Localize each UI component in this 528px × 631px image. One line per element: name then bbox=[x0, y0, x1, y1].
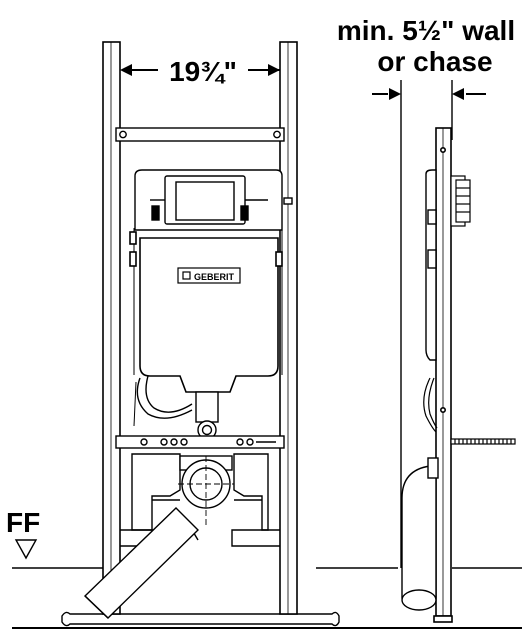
frame-top-crossbar bbox=[115, 127, 285, 142]
side-frame bbox=[433, 127, 453, 623]
frame-left-post bbox=[102, 41, 121, 615]
supply-hose bbox=[133, 375, 193, 427]
frame-lower-crossbar bbox=[115, 435, 285, 449]
side-hose bbox=[423, 377, 438, 433]
wall-dimension-line1: min. 5½" wall bbox=[337, 15, 515, 46]
cistern-top-bracket bbox=[134, 169, 293, 231]
floor-base-rail bbox=[12, 611, 522, 629]
side-actuator bbox=[450, 175, 471, 227]
wall-dimension-arrows bbox=[372, 88, 486, 100]
flush-outlet bbox=[195, 391, 219, 440]
side-wall-lines bbox=[400, 80, 453, 568]
bowl-brackets bbox=[131, 453, 269, 531]
side-drain-pipe bbox=[401, 457, 439, 611]
finished-floor-triangle-icon bbox=[14, 539, 38, 560]
wall-dimension-line2: or chase bbox=[377, 46, 492, 77]
threaded-rod bbox=[450, 438, 516, 445]
finished-floor-label: FF bbox=[6, 507, 40, 538]
drain-elbow bbox=[178, 455, 234, 528]
frame-right-post bbox=[279, 41, 298, 615]
drain-pipe-angled bbox=[83, 507, 199, 619]
width-dimension bbox=[120, 64, 280, 76]
geberit-logo: GEBERIT bbox=[177, 267, 241, 284]
cistern-tank bbox=[129, 228, 283, 393]
side-cistern bbox=[425, 169, 437, 361]
logo-text: GEBERIT bbox=[194, 272, 235, 282]
width-dimension-label: 19¾" bbox=[169, 56, 237, 87]
